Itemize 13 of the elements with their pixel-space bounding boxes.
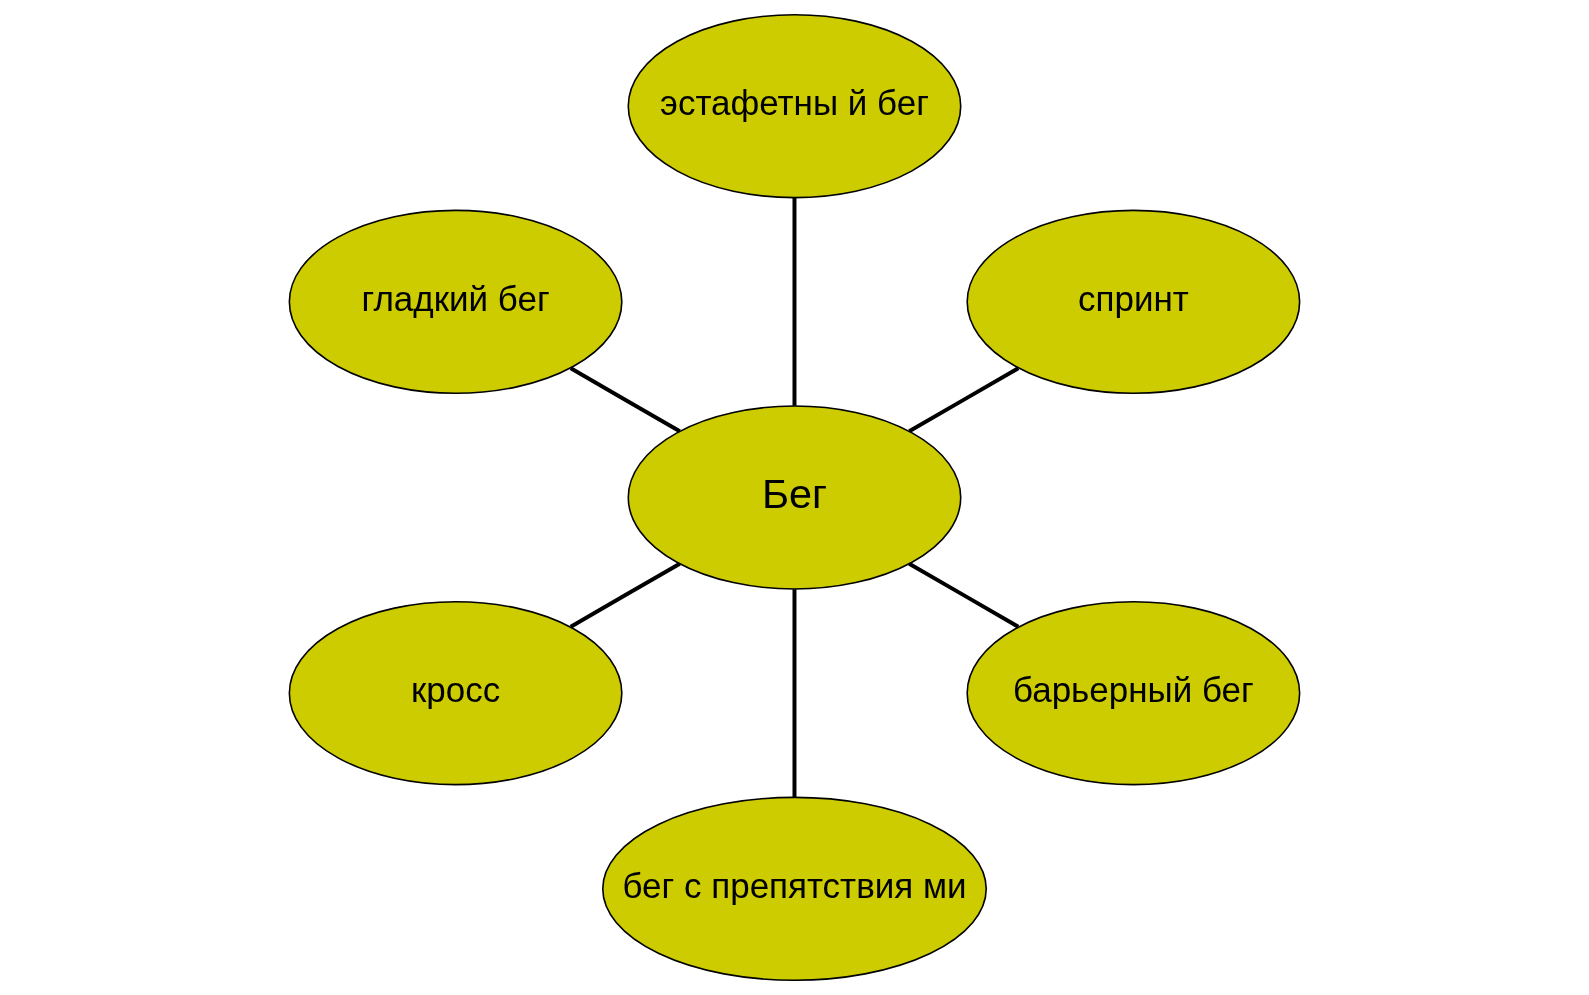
node-ellipse: барьерный бег <box>966 600 1301 786</box>
node-ellipse: кросс <box>288 600 623 786</box>
node-ellipse: Бег <box>627 405 962 590</box>
connector <box>908 366 1020 433</box>
connector <box>908 562 1020 629</box>
node-ellipse: гладкий бег <box>288 209 623 395</box>
node-ellipse: бег с препятствия ми <box>601 796 988 982</box>
connector <box>569 366 681 433</box>
connector <box>569 562 681 629</box>
connector <box>792 198 797 406</box>
node-ellipse: эстафетны й бег <box>627 13 962 199</box>
node-ellipse: спринт <box>966 209 1301 395</box>
connector <box>792 589 797 797</box>
